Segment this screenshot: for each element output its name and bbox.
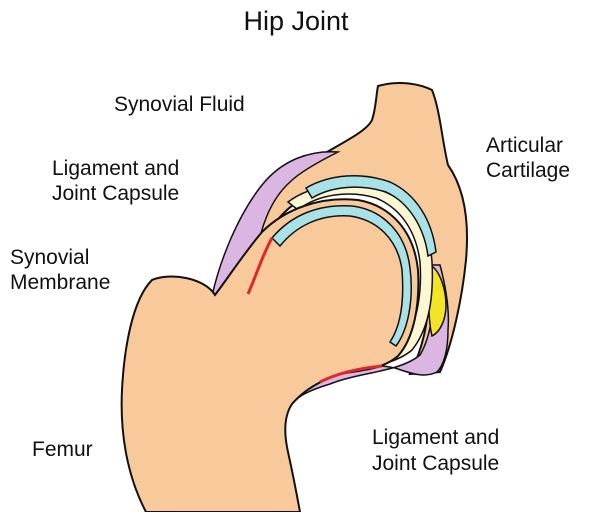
label-ligament-bottom-line1: Ligament and [372, 425, 499, 450]
label-synovial-fluid: Synovial Fluid [114, 92, 245, 117]
label-ligament-bottom-line2: Joint Capsule [372, 451, 499, 476]
label-articular-cartilage-line1: Articular [486, 133, 563, 158]
label-synovial-membrane-line1: Synovial [10, 245, 89, 270]
label-ligament-top-line1: Ligament and [52, 156, 179, 181]
label-ligament-top-line2: Joint Capsule [52, 181, 179, 206]
page-title: Hip Joint [0, 6, 592, 37]
label-synovial-membrane-line2: Membrane [10, 270, 110, 295]
label-femur: Femur [32, 437, 93, 462]
label-articular-cartilage-line2: Cartilage [486, 158, 570, 183]
